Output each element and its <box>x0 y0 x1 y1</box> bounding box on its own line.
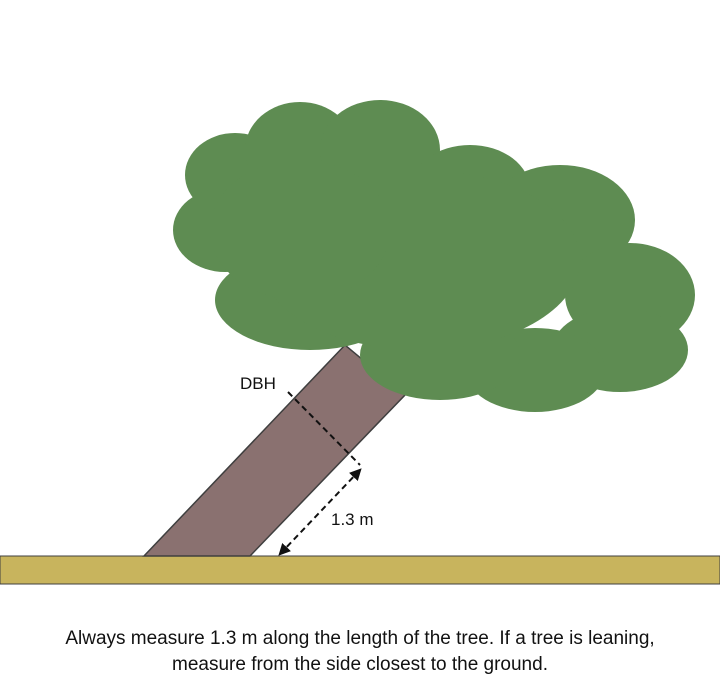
ground <box>0 555 720 585</box>
caption: Always measure 1.3 m along the length of… <box>0 626 720 678</box>
caption-line-2: measure from the side closest to the gro… <box>172 654 548 675</box>
dbh-label: DBH <box>240 374 276 393</box>
distance-label: 1.3 m <box>331 510 374 529</box>
caption-line-1: Always measure 1.3 m along the length of… <box>65 628 655 649</box>
dbh-line <box>287 391 361 466</box>
tree-canopy <box>173 100 695 412</box>
